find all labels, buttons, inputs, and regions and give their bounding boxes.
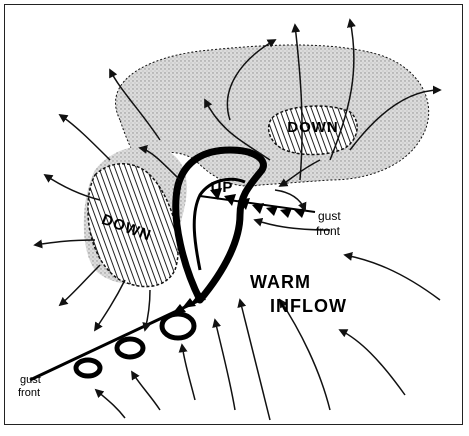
figure-border <box>4 4 463 425</box>
